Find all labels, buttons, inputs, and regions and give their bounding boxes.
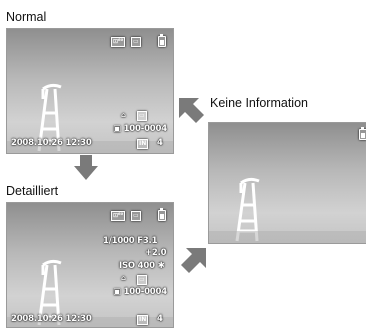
datetime: 2008.10.26 12:30 [11,138,92,148]
file-icon: ▣ [113,287,124,297]
frame-count: 4 [157,314,163,324]
label-detailliert: Detailliert [6,184,59,198]
file-number: ▣ 100-0004 [113,287,167,297]
arrow-up-right-icon [181,248,206,273]
quality-icon: ▭ [137,275,147,285]
lifeguard-tower-image [7,259,173,327]
screen-no-information [208,122,366,244]
battery-icon [158,207,166,221]
image-size-icon: ⊡⁶⁰ [111,37,126,47]
iso-value: ISO 400 ✱ [119,261,165,271]
noise-reduction-icon: ⌂ [121,111,126,119]
label-keine-information: Keine Information [210,96,308,110]
battery-icon [158,33,166,47]
file-number-value: 100-0004 [123,124,168,134]
shutter-aperture: 1/1000 F3.1 [103,236,158,246]
battery-icon [359,126,366,140]
memory-icon: IN [137,315,149,325]
exposure-compensation: +2.0 [145,248,167,258]
lifeguard-tower-image [7,83,173,153]
image-size-icon: ⊡⁶⁰ [111,211,126,221]
arrow-up-left-icon [179,98,204,123]
lifeguard-tower-image [209,177,366,243]
file-number-value: 100-0004 [123,287,168,297]
file-number: ▣ 100-0004 [113,124,167,134]
white-balance-icon: ✱ [157,261,165,271]
frame-count: 4 [157,138,163,148]
arrow-down-icon [74,155,98,180]
iso-text: ISO 400 [119,261,155,271]
memory-icon: IN [137,139,149,149]
file-icon: ▣ [113,124,124,134]
noise-reduction-icon: ⌂ [121,274,126,282]
datetime: 2008.10.26 12:30 [11,314,92,324]
compression-icon: ▭ [131,211,141,221]
screen-detailed: ⊡⁶⁰ ▭ 1/1000 F3.1 +2.0 ISO 400 ✱ ⌂ ▭ ▣ 1… [6,202,174,328]
compression-icon: ▭ [131,37,141,47]
quality-icon: ▭ [137,111,147,121]
label-normal: Normal [6,10,47,24]
screen-normal: ⊡⁶⁰ ▭ ⌂ ▭ ▣ 100-0004 2008.10.26 12:30 IN… [6,28,174,154]
